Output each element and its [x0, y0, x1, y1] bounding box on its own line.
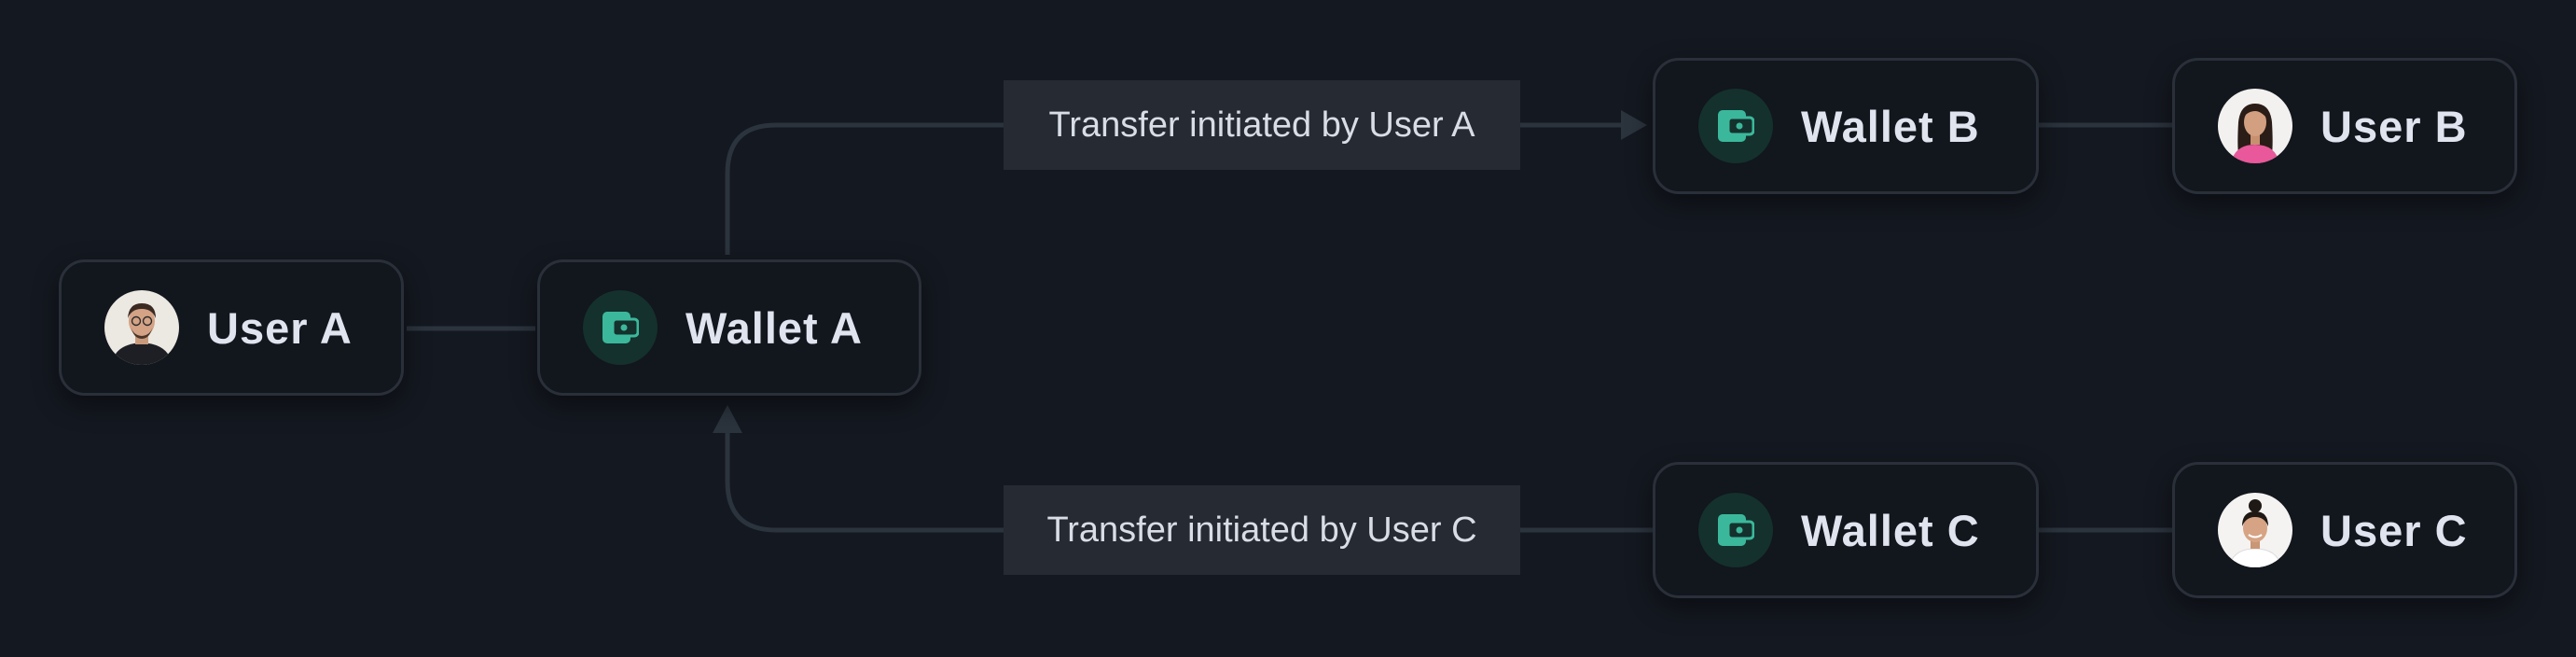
- node-label: User B: [2320, 101, 2468, 151]
- node-user-a[interactable]: User A: [59, 259, 404, 396]
- node-label: User C: [2320, 505, 2468, 555]
- node-label: Wallet C: [1801, 505, 1980, 555]
- wallet-icon: [1698, 89, 1773, 163]
- node-user-c[interactable]: User C: [2172, 462, 2517, 598]
- edge-label-ca-to-wallet-a: [725, 431, 1004, 533]
- node-label: User A: [207, 302, 353, 353]
- arrowhead-into-wallet-a: [713, 405, 742, 433]
- user-c-avatar: [2218, 493, 2292, 567]
- wallet-icon: [1698, 493, 1773, 567]
- user-b-avatar: [2218, 89, 2292, 163]
- node-label: Wallet A: [686, 302, 863, 353]
- arrowhead-into-wallet-b: [1621, 110, 1647, 140]
- node-wallet-b[interactable]: Wallet B: [1653, 58, 2039, 194]
- wallet-icon: [583, 290, 658, 365]
- node-user-b[interactable]: User B: [2172, 58, 2517, 194]
- edge-label-transfer-ca: Transfer initiated by User C: [1004, 485, 1520, 575]
- user-a-avatar: [104, 290, 179, 365]
- node-label: Wallet B: [1801, 101, 1980, 151]
- edge-label-transfer-ab: Transfer initiated by User A: [1004, 80, 1520, 170]
- node-wallet-a[interactable]: Wallet A: [537, 259, 921, 396]
- edge-wallet-a-to-label-ab: [725, 122, 1004, 255]
- node-wallet-c[interactable]: Wallet C: [1653, 462, 2039, 598]
